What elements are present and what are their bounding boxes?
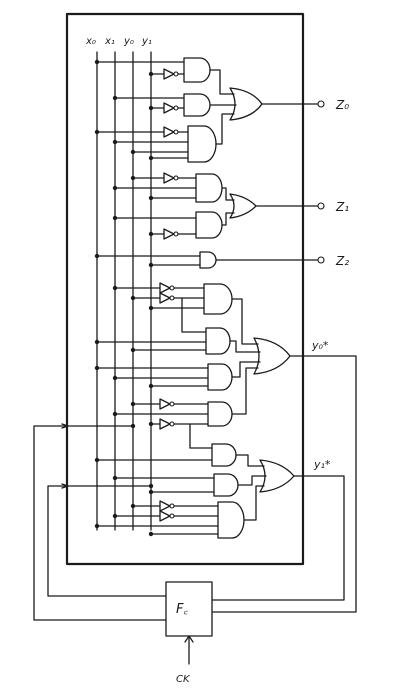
input-label-y1: y₁ <box>141 36 152 47</box>
and-gate <box>207 363 233 391</box>
output-label-z0: Z₀ <box>335 98 349 112</box>
input-buses <box>96 51 152 531</box>
or-gate <box>229 87 263 121</box>
inverter <box>159 418 171 430</box>
y0-next-logic <box>94 282 357 613</box>
inverter <box>163 126 175 138</box>
and-gate <box>205 327 231 355</box>
output-label-z1: Z₁ <box>335 200 349 214</box>
or-gate <box>229 193 257 219</box>
output-terminal <box>317 202 325 210</box>
flip-flop-box <box>165 581 213 637</box>
inverter <box>159 510 171 522</box>
input-label-x1: x₁ <box>104 36 115 47</box>
inverter <box>163 68 175 80</box>
and-gate <box>217 501 245 539</box>
flip-flop <box>33 423 213 665</box>
and-gate <box>183 93 211 117</box>
output-terminal <box>317 100 325 108</box>
and-gate <box>203 283 233 315</box>
inverter <box>159 282 171 294</box>
inverter <box>163 228 175 240</box>
and-gate <box>211 443 237 467</box>
input-label-x0: x₀ <box>85 36 96 47</box>
combinational-block <box>65 12 305 566</box>
and-gate <box>207 401 233 427</box>
inverter <box>159 292 171 304</box>
flip-flop-label: F꜀ <box>176 602 188 617</box>
z0-logic <box>94 57 325 163</box>
inverter <box>163 172 175 184</box>
y1-next-logic <box>94 423 345 601</box>
inverter <box>159 398 171 410</box>
clock-label: CK <box>176 674 191 685</box>
inverter <box>163 102 175 114</box>
or-gate <box>253 337 291 375</box>
inverter <box>159 500 171 512</box>
and-gate <box>183 57 211 83</box>
and-gate <box>213 473 239 497</box>
z2-logic <box>94 251 325 269</box>
input-label-y0: y₀ <box>123 36 134 47</box>
output-terminal <box>317 256 325 264</box>
output-label-z2: Z₂ <box>335 254 349 268</box>
and-gate <box>199 251 217 269</box>
output-label-y0-next: y₀* <box>311 339 329 352</box>
and-gate <box>195 211 223 239</box>
z1-logic <box>112 172 325 240</box>
and-gate <box>187 125 217 163</box>
and-gate <box>195 173 223 203</box>
output-label-y1-next: y₁* <box>313 458 331 471</box>
